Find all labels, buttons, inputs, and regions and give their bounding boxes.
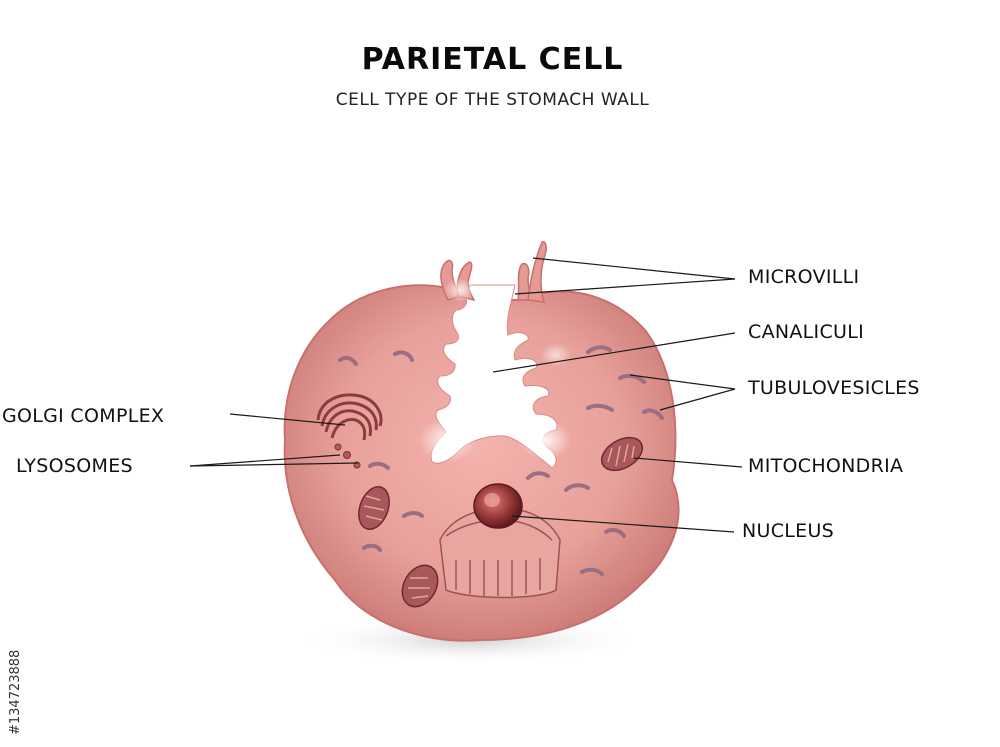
label-nucleus: NUCLEUS: [742, 520, 835, 542]
stock-id-watermark: #134723888: [8, 649, 23, 735]
diagram-subtitle: CELL TYPE OF THE STOMACH WALL: [335, 90, 650, 110]
diagram-title: PARIETAL CELL: [361, 42, 624, 77]
nucleus: [473, 483, 523, 529]
label-microvilli: MICROVILLI: [748, 266, 860, 288]
tubulovesicles: [338, 345, 664, 576]
leader-lines: [189, 257, 743, 533]
label-golgi-complex: GOLGI COMPLEX: [2, 405, 165, 427]
label-lysosomes: LYSOSOMES: [16, 455, 133, 477]
label-canaliculi: CANALICULI: [748, 321, 865, 343]
golgi-complex: [316, 393, 383, 441]
endoplasmic-reticulum: [439, 507, 561, 599]
mitochondria: [358, 436, 644, 608]
label-tubulovesicles: TUBULOVESICLES: [748, 377, 920, 399]
label-mitochondria: MITOCHONDRIA: [748, 455, 904, 477]
lysosomes: [334, 443, 361, 469]
